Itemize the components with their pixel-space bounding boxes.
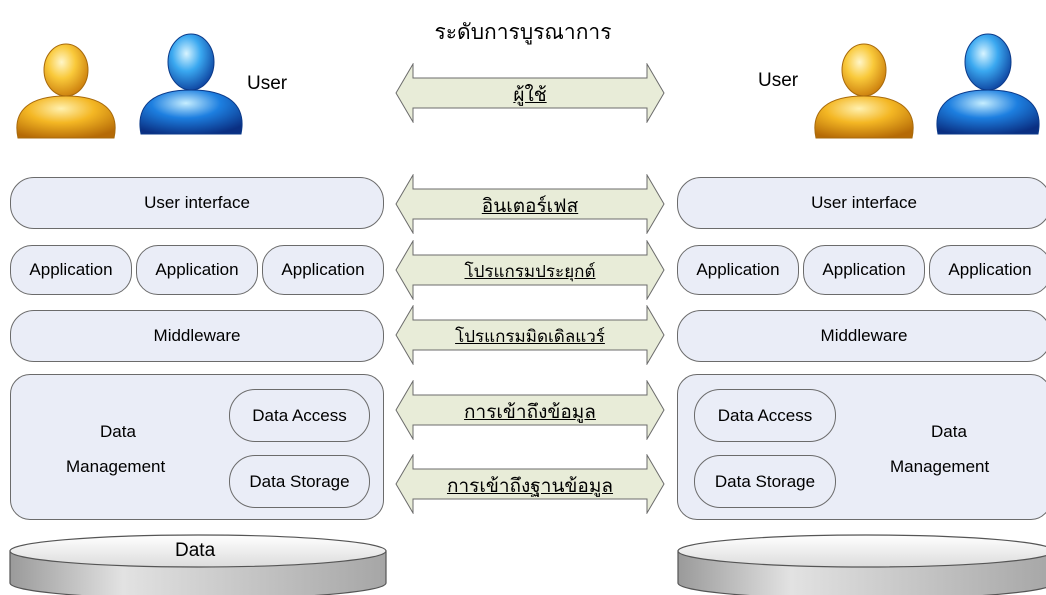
left-data-management-label-line1: Data: [100, 422, 136, 441]
arrow-label: โปรแกรมมิดเดิลแวร์: [455, 327, 605, 347]
user-yellow-icon: [814, 43, 914, 139]
left-data-access-box: Data Access: [229, 389, 370, 442]
arrow-label: ผู้ใช้: [513, 84, 547, 106]
left-data-management-label-line2: Management: [66, 457, 166, 476]
left-database-cylinder: [9, 534, 387, 595]
left-application-box: Application: [262, 245, 384, 295]
diagram-title: ระดับการบูรณาการ: [434, 20, 612, 44]
level-arrow-middleware: โปรแกรมมิดเดิลแวร์: [395, 304, 665, 366]
arrow-label: การเข้าถึงข้อมูล: [464, 401, 596, 423]
level-arrow-application: โปรแกรมประยุกต์: [395, 239, 665, 301]
user-blue-icon: [936, 33, 1040, 135]
left-data-storage-box: Data Storage: [229, 455, 370, 508]
right-data-management-label-line1: Data: [931, 422, 967, 441]
right-middleware-box: Middleware: [677, 310, 1046, 362]
user-blue-icon: [139, 33, 243, 135]
right-application-box: Application: [929, 245, 1046, 295]
right-application-box: Application: [803, 245, 925, 295]
right-data-access-box: Data Access: [694, 389, 836, 442]
left-user-label: User: [247, 73, 288, 94]
right-data-management-label-line2: Management: [890, 457, 990, 476]
left-database-label: Data: [175, 540, 216, 561]
arrow-label: การเข้าถึงฐานข้อมูล: [446, 475, 614, 497]
right-database-cylinder: [677, 534, 1046, 595]
left-user-interface-box: User interface: [10, 177, 384, 229]
arrow-label: โปรแกรมประยุกต์: [464, 262, 596, 282]
right-user-interface-box: User interface: [677, 177, 1046, 229]
right-user-label: User: [758, 70, 799, 91]
left-application-box: Application: [10, 245, 132, 295]
arrow-label: อินเตอร์เฟส: [481, 195, 579, 217]
right-data-storage-box: Data Storage: [694, 455, 836, 508]
left-middleware-box: Middleware: [10, 310, 384, 362]
level-arrow-interface: อินเตอร์เฟส: [395, 173, 665, 235]
left-application-box: Application: [136, 245, 258, 295]
user-yellow-icon: [16, 43, 116, 139]
level-arrow-database-access: การเข้าถึงฐานข้อมูล: [395, 453, 665, 515]
level-arrow-data-access: การเข้าถึงข้อมูล: [395, 379, 665, 441]
right-application-box: Application: [677, 245, 799, 295]
level-arrow-user: ผู้ใช้: [395, 62, 665, 124]
